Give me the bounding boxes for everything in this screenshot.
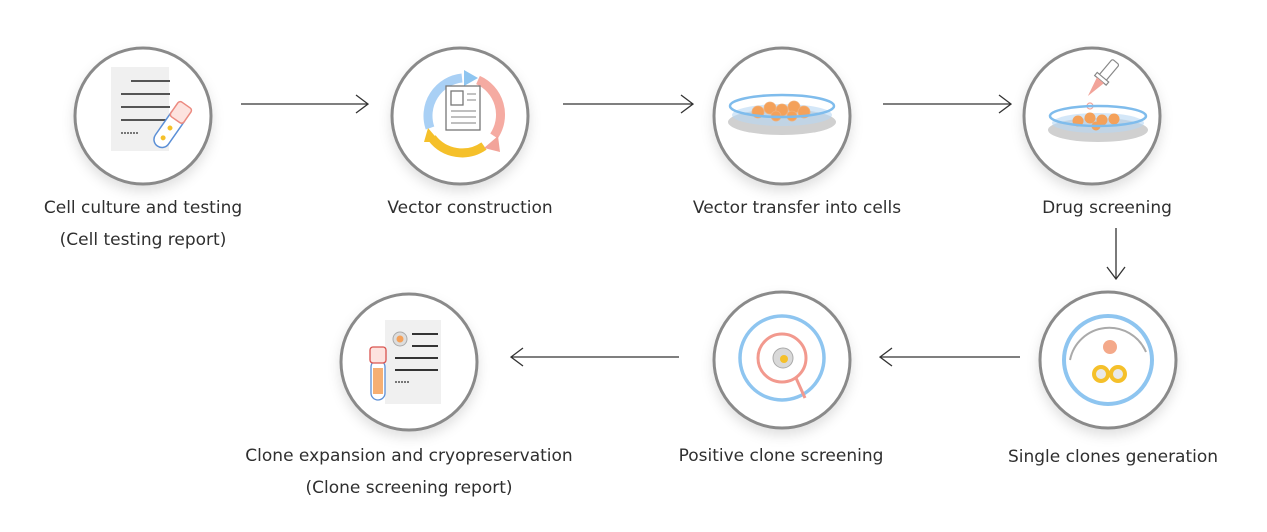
step-1-icon	[73, 46, 213, 186]
petri-dish-icon	[728, 93, 836, 135]
step-1-title: Cell culture and testing	[43, 198, 243, 218]
magnifier-icon	[756, 332, 808, 384]
petri-dish-icon	[1048, 104, 1148, 142]
report-document-icon	[385, 320, 441, 404]
cryotube-icon	[369, 346, 387, 401]
step-7-title: Clone expansion and cryopreservation	[245, 446, 573, 466]
step-6-title: Positive clone screening	[678, 446, 884, 466]
test-tube-icon	[153, 100, 193, 149]
step-7-subtitle: (Clone screening report)	[305, 478, 513, 498]
step-6-icon	[712, 290, 852, 430]
single-cell-icon	[1103, 340, 1117, 354]
step-1-subtitle: (Cell testing report)	[59, 230, 227, 250]
step-5-title: Single clones generation	[1007, 447, 1219, 467]
step-7-icon	[339, 292, 479, 432]
step-7-label: Clone expansion and cryopreservation (Cl…	[245, 440, 572, 504]
dropper-icon	[1087, 59, 1120, 96]
step-3-title: Vector transfer into cells	[692, 198, 902, 218]
step-4-title: Drug screening	[1042, 198, 1172, 218]
step-2-title: Vector construction	[387, 198, 553, 218]
cycle-arrows-icon	[423, 73, 505, 158]
document-icon	[445, 85, 481, 131]
step-1-label: Cell culture and testing (Cell testing r…	[44, 192, 242, 256]
step-5-icon	[1038, 290, 1178, 430]
dividing-cell-icon	[1092, 365, 1127, 383]
step-4-icon	[1022, 46, 1162, 186]
step-3-icon	[712, 46, 852, 186]
step-2-icon	[390, 46, 530, 186]
